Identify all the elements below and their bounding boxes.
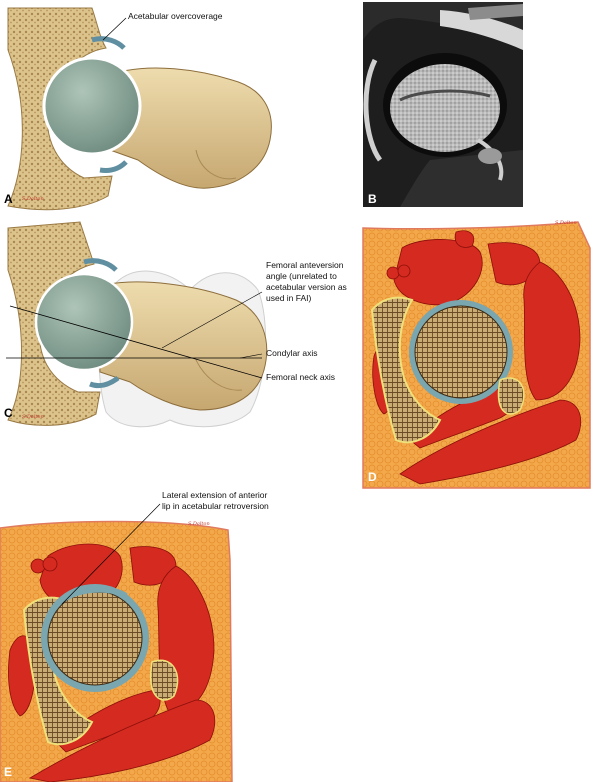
annotation-femoral-neck-axis: Femoral neck axis: [266, 372, 335, 382]
femoral-neck-axis-line: [9, 305, 263, 379]
panel-label-b: B: [368, 192, 377, 206]
panel-b-mri: [363, 2, 523, 207]
annotation-acetabular-overcoverage: Acetabular overcoverage: [128, 11, 223, 21]
panel-label-d: D: [368, 470, 377, 484]
panel-d-muscle: [454, 230, 475, 248]
panel-label-c: C: [4, 406, 13, 420]
panel-d-muscle: [523, 261, 581, 401]
signature-panel-a: S.Dalton: [22, 196, 44, 202]
panel-e-muscle: [8, 635, 36, 717]
annotation-anteversion-line4: used in FAI): [266, 293, 312, 303]
panel-a-illustration: [7, 7, 272, 211]
annotation-anteversion-line3: acetabular version as: [266, 282, 347, 292]
panel-a-femoral-neck-shaft: [109, 67, 272, 189]
panel-a-acetabulum-bone: [7, 7, 113, 211]
annotation-lateral-extension-line1: Lateral extension of anterior: [162, 490, 268, 500]
panel-c-femoral-head: [34, 272, 134, 372]
panel-label-e: E: [4, 765, 13, 779]
annotation-anteversion-line1: Femoral anteversion: [266, 260, 344, 270]
signature-panel-c: S.Dalton: [22, 414, 44, 420]
panel-d-muscle: [393, 239, 483, 306]
signature-panel-d: S.Dalton: [555, 220, 577, 226]
panel-c-illustration: [6, 221, 268, 428]
panel-a-femoral-head: [42, 56, 142, 156]
panel-d-cross-section: [362, 221, 591, 489]
signature-panel-e: S.Dalton: [188, 521, 210, 527]
panel-label-a: A: [4, 192, 13, 206]
annotation-condylar-axis: Condylar axis: [266, 348, 318, 358]
panel-d-muscle: [399, 399, 582, 485]
panel-e-muscle: [28, 699, 216, 782]
annotation-anteversion-line2: angle (unrelated to: [266, 271, 337, 281]
panel-e-cross-section: [0, 503, 233, 782]
annotation-lateral-extension-line2: lip in acetabular retroversion: [162, 501, 269, 511]
